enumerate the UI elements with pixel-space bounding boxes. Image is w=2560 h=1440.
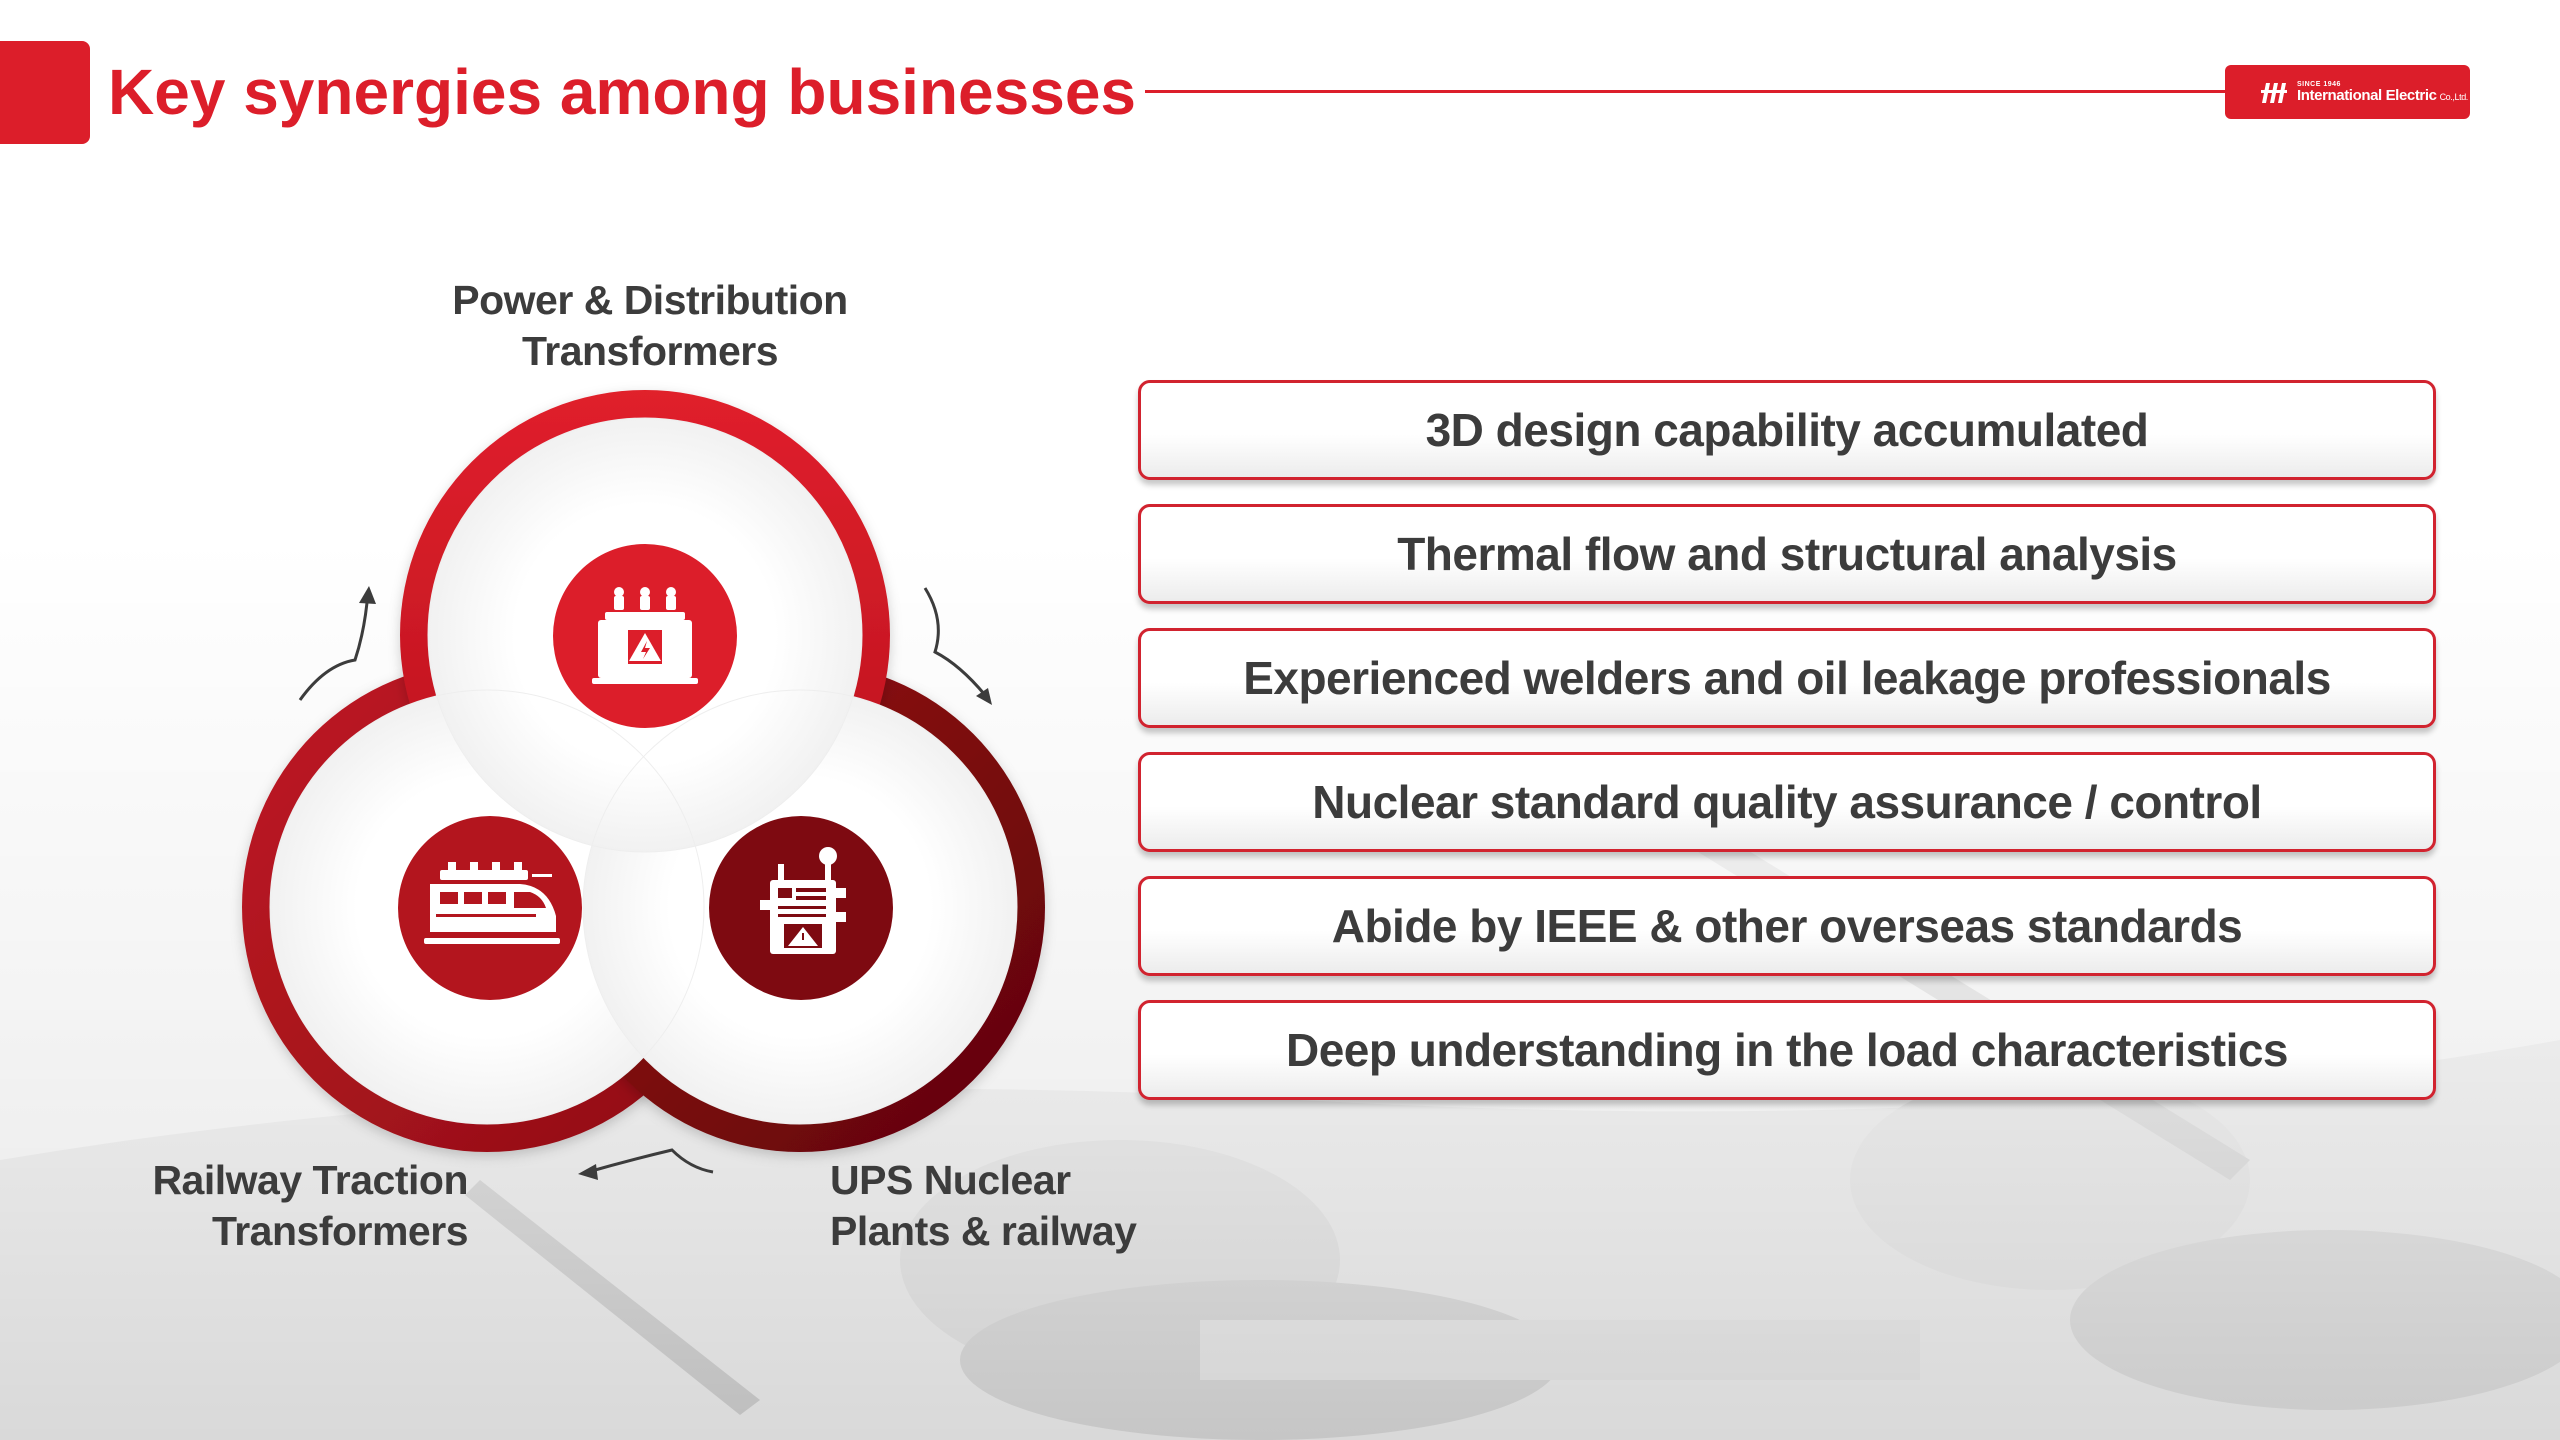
label-ups-line-1: UPS Nuclear	[830, 1157, 1071, 1203]
label-railway-traction-transformers: Railway Traction Transformers	[100, 1155, 468, 1257]
capability-text: Nuclear standard quality assurance / con…	[1312, 776, 2262, 828]
label-power-distribution-transformers: Power & Distribution Transformers	[400, 275, 900, 377]
title-accent-block	[0, 41, 90, 144]
label-power-line-1: Power & Distribution	[452, 277, 848, 323]
overlap-outline-power	[427, 417, 863, 853]
overlap-outline-railway	[269, 689, 705, 1125]
label-ups-nuclear-plants-railway: UPS Nuclear Plants & railway	[830, 1155, 1190, 1257]
capability-text: Deep understanding in the load character…	[1285, 1024, 2289, 1076]
capability-item: Abide by IEEE & other overseas standards	[1138, 876, 2436, 976]
logo-suffix: Co.,Ltd.	[2439, 92, 2469, 102]
label-ups-line-2: Plants & railway	[830, 1208, 1137, 1254]
capability-text: Thermal flow and structural analysis	[1397, 528, 2177, 580]
control-panel-icon	[709, 816, 893, 1000]
cycle-arrow-top-right	[923, 587, 992, 705]
cycle-arrow-top-left	[298, 586, 376, 701]
capability-item: 3D design capability accumulated	[1138, 380, 2436, 480]
cycle-arrow-bottom	[578, 1148, 714, 1180]
train-icon	[398, 816, 582, 1000]
transformer-icon	[553, 544, 737, 728]
capability-item: Deep understanding in the load character…	[1138, 1000, 2436, 1100]
capability-item: Nuclear standard quality assurance / con…	[1138, 752, 2436, 852]
logo-company-name: International Electric	[2297, 87, 2437, 104]
overlap-outline-ups	[582, 689, 1018, 1125]
page-title: Key synergies among businesses	[108, 56, 1136, 128]
capability-text: Experienced welders and oil leakage prof…	[1243, 652, 2331, 704]
synergy-venn-diagram	[242, 390, 1045, 1180]
capability-text: 3D design capability accumulated	[1425, 404, 2149, 456]
title-divider	[1145, 90, 2225, 93]
logo-since: SINCE 1946	[2297, 81, 2341, 88]
logo-mark-icon	[2261, 83, 2287, 103]
capability-text: Abide by IEEE & other overseas standards	[1331, 900, 2243, 952]
label-power-line-2: Transformers	[521, 328, 779, 374]
capability-item: Thermal flow and structural analysis	[1138, 504, 2436, 604]
capability-item: Experienced welders and oil leakage prof…	[1138, 628, 2436, 728]
label-railway-line-2: Transformers	[211, 1208, 469, 1254]
label-railway-line-1: Railway Traction	[152, 1157, 468, 1203]
